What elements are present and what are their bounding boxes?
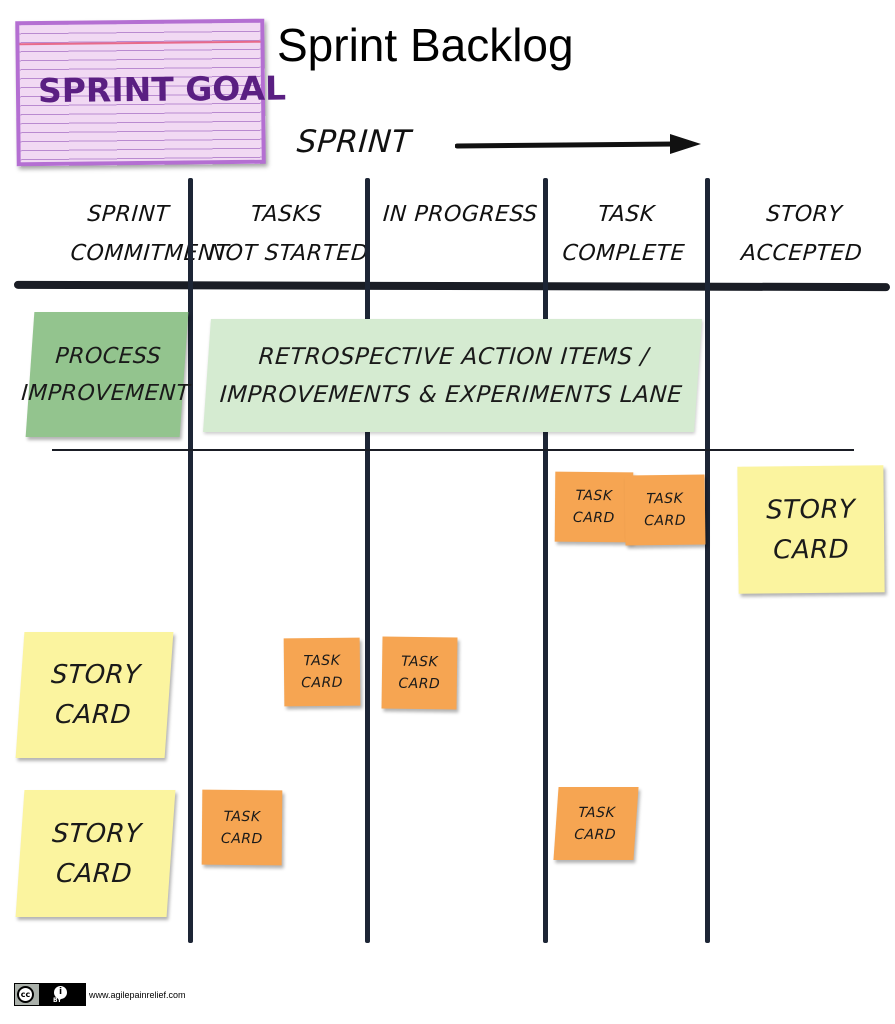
sprint-goal-label: SPRINT GOAL: [37, 68, 287, 111]
column-header-story-accepted: STORY ACCEPTED: [735, 195, 870, 273]
column-divider-line: [365, 178, 370, 943]
column-header-line: NOT STARTED: [207, 241, 370, 266]
column-header-sprint-commitment: SPRINT COMMITMENT: [69, 195, 230, 273]
task-card: TASK CARD: [554, 471, 634, 543]
column-header-line: ACCEPTED: [740, 241, 864, 266]
card-text-line: TASK: [646, 490, 684, 508]
sprint-goal-card: SPRINT GOAL: [15, 18, 286, 167]
card-text-line: CARD: [54, 700, 133, 730]
column-divider-line: [543, 178, 548, 943]
card-text-line: CARD: [220, 830, 263, 847]
card-text-line: STORY: [765, 494, 856, 525]
card-text-line: CARD: [55, 858, 134, 889]
page-title: Sprint Backlog: [277, 19, 574, 71]
process-improvement-card: PROCESS IMPROVEMENT: [21, 312, 191, 437]
person-icon: i: [54, 986, 67, 999]
card-text-line: TASK: [303, 652, 341, 670]
by-label: BY: [53, 997, 62, 1004]
card-text-line: STORY: [51, 818, 143, 849]
card-text-line: CARD: [301, 674, 344, 692]
card-text-line: IMPROVEMENT: [20, 380, 191, 406]
column-divider-line: [705, 178, 710, 943]
column-header-line: COMPLETE: [561, 241, 686, 266]
sprint-arrow-icon: [455, 134, 701, 154]
card-text-line: STORY: [50, 660, 142, 690]
card-text-line: CARD: [572, 509, 615, 527]
column-header-line: IN PROGRESS: [382, 202, 539, 227]
card-text-line: TASK: [577, 804, 616, 821]
sprint-direction-label: SPRINT: [295, 124, 413, 160]
task-card: TASK CARD: [624, 474, 706, 546]
card-text-line: CARD: [573, 826, 617, 843]
card-text-line: TASK: [223, 808, 261, 825]
footer-website-link[interactable]: www.agilepainrelief.com: [89, 990, 186, 1000]
column-header-line: STORY: [765, 202, 844, 227]
card-text-line: CARD: [644, 512, 687, 530]
card-text-line: TASK: [575, 487, 613, 505]
card-text-line: PROCESS: [54, 343, 163, 369]
column-header-task-complete: TASK COMPLETE: [557, 195, 692, 273]
column-header-line: TASK: [597, 202, 656, 227]
column-header-line: TASKS: [249, 202, 323, 227]
column-divider-line: [188, 178, 193, 943]
goal-card-red-line: [19, 40, 261, 46]
column-header-tasks-not-started: TASKS NOT STARTED: [207, 195, 370, 273]
card-text-line: TASK: [401, 653, 439, 671]
retrospective-action-items-banner: RETROSPECTIVE ACTION ITEMS / IMPROVEMENT…: [203, 319, 702, 432]
cc-icon: cc: [17, 986, 34, 1003]
task-card: TASK CARD: [201, 789, 283, 866]
task-card: TASK CARD: [381, 636, 458, 710]
header-divider-line: [13, 280, 891, 292]
improvement-lane-divider-line: [52, 449, 854, 451]
creative-commons-license-badge[interactable]: cc i BY: [14, 983, 86, 1006]
story-card: STORY CARD: [15, 790, 176, 917]
column-header-line: SPRINT: [86, 202, 171, 227]
story-card: STORY CARD: [737, 465, 885, 594]
story-card: STORY CARD: [15, 632, 174, 758]
task-card: TASK CARD: [553, 787, 639, 860]
column-header-line: COMMITMENT: [69, 241, 230, 266]
column-header-in-progress: IN PROGRESS: [382, 195, 539, 234]
banner-text-line: RETROSPECTIVE ACTION ITEMS /: [257, 343, 650, 370]
task-card: TASK CARD: [283, 637, 361, 707]
card-text-line: CARD: [773, 534, 850, 565]
by-attribution-block: i BY: [39, 984, 85, 1005]
banner-text-line: IMPROVEMENTS & EXPERIMENTS LANE: [219, 381, 684, 408]
card-text-line: CARD: [398, 675, 441, 693]
